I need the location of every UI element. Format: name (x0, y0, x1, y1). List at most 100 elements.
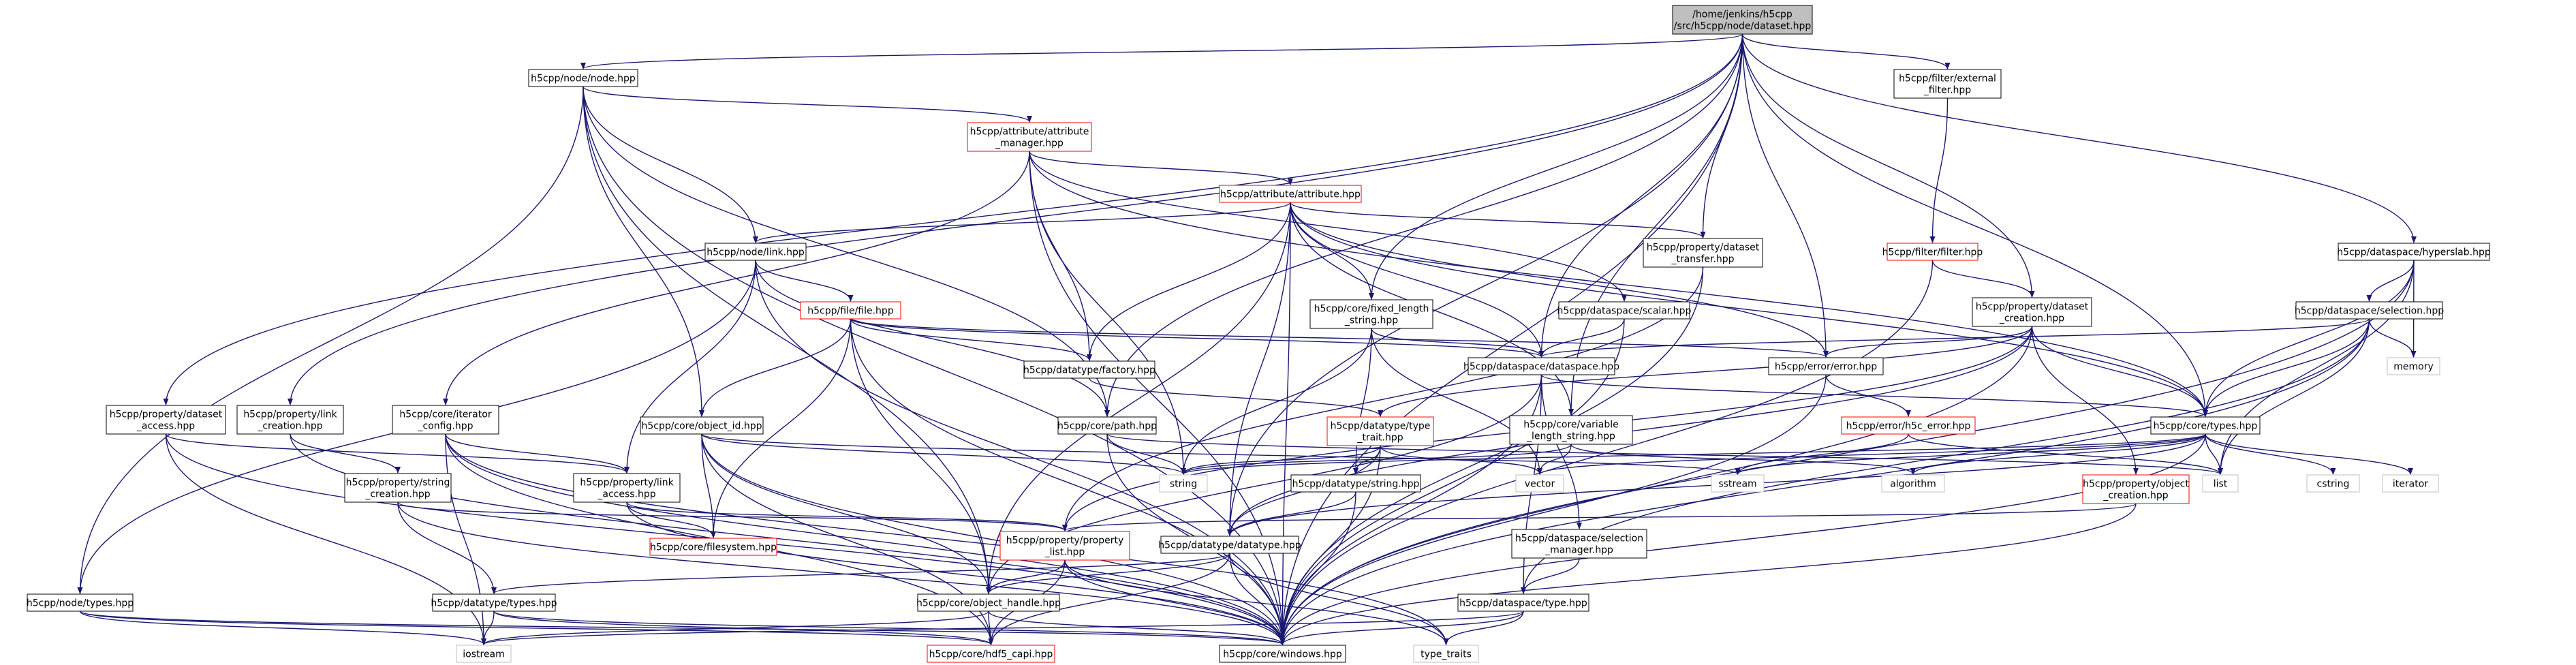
node-label: h5cpp/datatype/types.hpp (431, 598, 557, 609)
node-object_handle[interactable]: h5cpp/core/object_handle.hpp (916, 593, 1061, 612)
node-file[interactable]: h5cpp/file/file.hpp (800, 301, 901, 320)
node-windows[interactable]: h5cpp/core/windows.hpp (1219, 645, 1346, 663)
edge-node_hpp-to-object_id (583, 86, 704, 417)
node-var_len[interactable]: h5cpp/core/variable_length_string.hpp (1509, 415, 1633, 445)
node-label: list (2214, 479, 2228, 490)
node-core_types[interactable]: h5cpp/core/types.hpp (2150, 416, 2261, 435)
node-link_creation[interactable]: h5cpp/property/link_creation.hpp (236, 405, 344, 435)
node-node_hpp[interactable]: h5cpp/node/node.hpp (528, 69, 638, 87)
node-memory[interactable]: memory (2387, 357, 2440, 375)
node-label: _creation.hpp (257, 421, 322, 432)
edge-dset_creation-to-type_trait (1378, 326, 2033, 417)
node-layer: /home/jenkins/h5cpp/src/h5cpp/node/datas… (27, 5, 2491, 663)
node-hdf5_capi[interactable]: h5cpp/core/hdf5_capi.hpp (927, 645, 1055, 663)
node-hyperslab[interactable]: h5cpp/dataspace/hyperslab.hpp (2337, 243, 2491, 261)
node-iterator[interactable]: iterator (2382, 474, 2439, 493)
edge-iter_cfg-to-link_access (445, 433, 630, 474)
edge-object_id-to-string (701, 433, 1186, 475)
node-path[interactable]: h5cpp/core/path.hpp (1057, 416, 1157, 435)
edge-attr_mgr-to-core_types (1029, 151, 2208, 417)
node-label: h5cpp/property/property (1006, 536, 1124, 546)
node-dataspace[interactable]: h5cpp/dataspace/dataspace.hpp (1463, 357, 1619, 375)
node-filter[interactable]: h5cpp/filter/filter.hpp (1882, 243, 1983, 261)
node-attr[interactable]: h5cpp/attribute/attribute.hpp (1219, 185, 1362, 203)
node-iter_cfg[interactable]: h5cpp/core/iterator_config.hpp (392, 405, 499, 435)
node-label: h5cpp/core/filesystem.hpp (650, 542, 777, 553)
node-label: h5cpp/property/dataset (110, 409, 223, 420)
node-label: h5cpp/property/dataset (1976, 302, 2089, 313)
node-type_trait[interactable]: h5cpp/datatype/type_trait.hpp (1326, 416, 1434, 446)
edge-link-to-windows (755, 260, 1286, 645)
node-box (927, 645, 1055, 663)
node-vector[interactable]: vector (1515, 474, 1564, 493)
node-algorithm[interactable]: algorithm (1881, 474, 1945, 493)
node-obj_creation[interactable]: h5cpp/property/object_creation.hpp (2082, 474, 2190, 504)
edge-prop_list-to-windows (1064, 559, 1286, 645)
node-ext_filter[interactable]: h5cpp/filter/external_filter.hpp (1893, 69, 2002, 99)
node-label: iterator (2393, 479, 2428, 490)
node-label: _creation.hpp (1999, 313, 2064, 324)
edge-root-to-ext_filter (1741, 33, 1951, 69)
node-type_traits[interactable]: type_traits (1413, 645, 1479, 663)
node-factory[interactable]: h5cpp/datatype/factory.hpp (1023, 360, 1155, 379)
node-box (1413, 645, 1479, 663)
edge-string_creation-to-dt_types (397, 501, 497, 594)
edge-scalar-to-windows (1279, 318, 1625, 645)
node-object_id[interactable]: h5cpp/core/object_id.hpp (640, 416, 764, 435)
node-box (999, 531, 1130, 561)
edge-hyperslab-to-core_types (2203, 260, 2415, 417)
edge-core_types-to-iterator (2205, 433, 2413, 475)
node-label: _transfer.hpp (1671, 254, 1734, 265)
edge-dt_string-to-dt_datatype (1227, 491, 1356, 536)
node-box (1841, 416, 1976, 435)
node-dt_string[interactable]: h5cpp/datatype/string.hpp (1290, 474, 1421, 493)
node-sel_mgr[interactable]: h5cpp/dataspace/selection_manager.hpp (1511, 529, 1647, 559)
edge-link-to-path (755, 260, 1110, 417)
node-filesystem[interactable]: h5cpp/core/filesystem.hpp (649, 538, 777, 556)
node-cstring[interactable]: cstring (2306, 474, 2360, 493)
edge-root-to-dataspace (1538, 33, 1743, 358)
node-selection[interactable]: h5cpp/dataspace/selection.hpp (2295, 301, 2444, 320)
node-dt_datatype[interactable]: h5cpp/datatype/datatype.hpp (1158, 536, 1301, 554)
edge-dt_string-to-windows (1279, 491, 1356, 645)
node-prop_list[interactable]: h5cpp/property/property_list.hpp (999, 531, 1130, 561)
node-dt_types[interactable]: h5cpp/datatype/types.hpp (431, 593, 557, 612)
node-sstream[interactable]: sstream (1711, 474, 1765, 493)
edge-file-to-factory (850, 318, 1092, 361)
node-root[interactable]: /home/jenkins/h5cpp/src/h5cpp/node/datas… (1672, 5, 1813, 35)
node-label: _manager.hpp (995, 138, 1064, 149)
node-link[interactable]: h5cpp/node/link.hpp (704, 243, 807, 261)
node-ds_type[interactable]: h5cpp/dataspace/type.hpp (1457, 593, 1589, 612)
node-iostream[interactable]: iostream (456, 645, 512, 663)
node-node_types[interactable]: h5cpp/node/types.hpp (27, 593, 134, 612)
node-scalar[interactable]: h5cpp/dataspace/scalar.hpp (1557, 301, 1692, 320)
node-box (704, 243, 807, 261)
node-string[interactable]: string (1159, 474, 1208, 493)
edge-object_handle-to-iostream (481, 610, 989, 645)
node-dset_creation[interactable]: h5cpp/property/dataset_creation.hpp (1972, 297, 2092, 327)
node-label: h5cpp/core/object_handle.hpp (916, 598, 1061, 609)
node-dset_transfer[interactable]: h5cpp/property/dataset_transfer.hpp (1643, 238, 1763, 268)
edge-link_creation-to-windows (290, 433, 1286, 645)
node-box (1972, 297, 2092, 327)
node-fixed_len[interactable]: h5cpp/core/fixed_length_string.hpp (1309, 299, 1433, 329)
node-h5c_error[interactable]: h5cpp/error/h5c_error.hpp (1841, 416, 1976, 435)
edge-root-to-error (1741, 33, 1829, 358)
node-label: type_traits (1421, 649, 1472, 660)
node-box (392, 405, 499, 435)
node-label: _length_string.hpp (1526, 431, 1615, 442)
node-box (2382, 474, 2439, 493)
node-label: algorithm (1890, 479, 1936, 490)
node-string_creation[interactable]: h5cpp/property/string_creation.hpp (344, 473, 452, 503)
edge-root-to-dset_creation (1741, 33, 2035, 298)
node-label: h5cpp/datatype/string.hpp (1292, 479, 1420, 490)
node-list[interactable]: list (2202, 474, 2239, 493)
edge-filter-to-windows (1279, 260, 1934, 645)
edge-core_types-to-cstring (2205, 433, 2336, 475)
node-attr_mgr[interactable]: h5cpp/attribute/attribute_manager.hpp (967, 122, 1092, 152)
node-error[interactable]: h5cpp/error/error.hpp (1768, 357, 1884, 375)
node-dset_access[interactable]: h5cpp/property/dataset_access.hpp (106, 405, 226, 435)
node-link_access[interactable]: h5cpp/property/link_access.hpp (573, 473, 681, 503)
node-label: h5cpp/core/path.hpp (1057, 421, 1157, 432)
node-box (2306, 474, 2360, 493)
